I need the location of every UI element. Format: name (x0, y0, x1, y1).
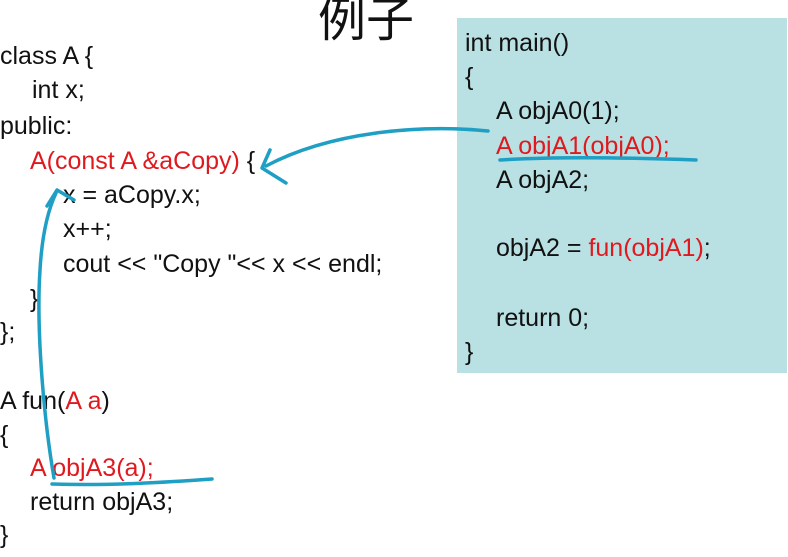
assign-prefix: objA2 = (496, 234, 589, 262)
main-stmt-objA2: A objA2; (496, 166, 590, 194)
fun-signature: A fun(A a) (0, 386, 110, 416)
public-label: public: (0, 112, 73, 140)
assign-suffix: ; (703, 234, 711, 262)
main-return: return 0; (496, 304, 590, 332)
class-close-brace: }; (0, 318, 16, 346)
arrow-objA1-to-ctor (264, 126, 490, 168)
ctor-body-cout: cout << "Copy "<< x << endl; (63, 250, 383, 278)
main-stmt-assign: objA2 = fun(objA1); (496, 233, 711, 263)
fun-sig-suffix: ) (101, 387, 110, 415)
fun-sig-prefix: A fun( (0, 387, 66, 415)
constructor-open-brace: { (239, 147, 256, 175)
main-stmt-objA0: A objA0(1); (496, 97, 620, 125)
fun-param: A a (65, 387, 102, 415)
main-function-panel: int main() { A objA0(1); A objA1(objA0);… (457, 18, 787, 373)
ctor-body-assign: x = aCopy.x; (63, 181, 201, 209)
slide-title: 例子 (318, 0, 415, 48)
arrow-objA1-head (260, 148, 288, 185)
fun-call: fun(objA1) (588, 234, 704, 262)
ctor-close-brace: } (30, 285, 39, 313)
main-open-brace: { (465, 63, 474, 91)
main-signature: int main() (465, 29, 570, 57)
fun-stmt-objA3-red: objA3(a); (52, 454, 154, 482)
main-close-brace: } (465, 338, 474, 366)
copy-constructor-line: A(const A &aCopy) { (30, 146, 255, 176)
arrow-objA3-to-ctor (37, 191, 58, 480)
fun-return: return objA3; (30, 488, 174, 516)
class-a-header: class A { (0, 42, 94, 70)
fun-stmt-type: A (30, 454, 53, 482)
main-stmt-objA1: A objA1(objA0); (496, 132, 670, 160)
fun-open-brace: { (0, 421, 9, 449)
member-declaration: int x; (32, 76, 85, 104)
ctor-body-increment: x++; (63, 215, 112, 243)
copy-constructor-signature: A(const A &aCopy) (30, 147, 240, 175)
fun-close-brace: } (0, 521, 9, 549)
fun-stmt-objA3: A objA3(a); (30, 453, 154, 483)
